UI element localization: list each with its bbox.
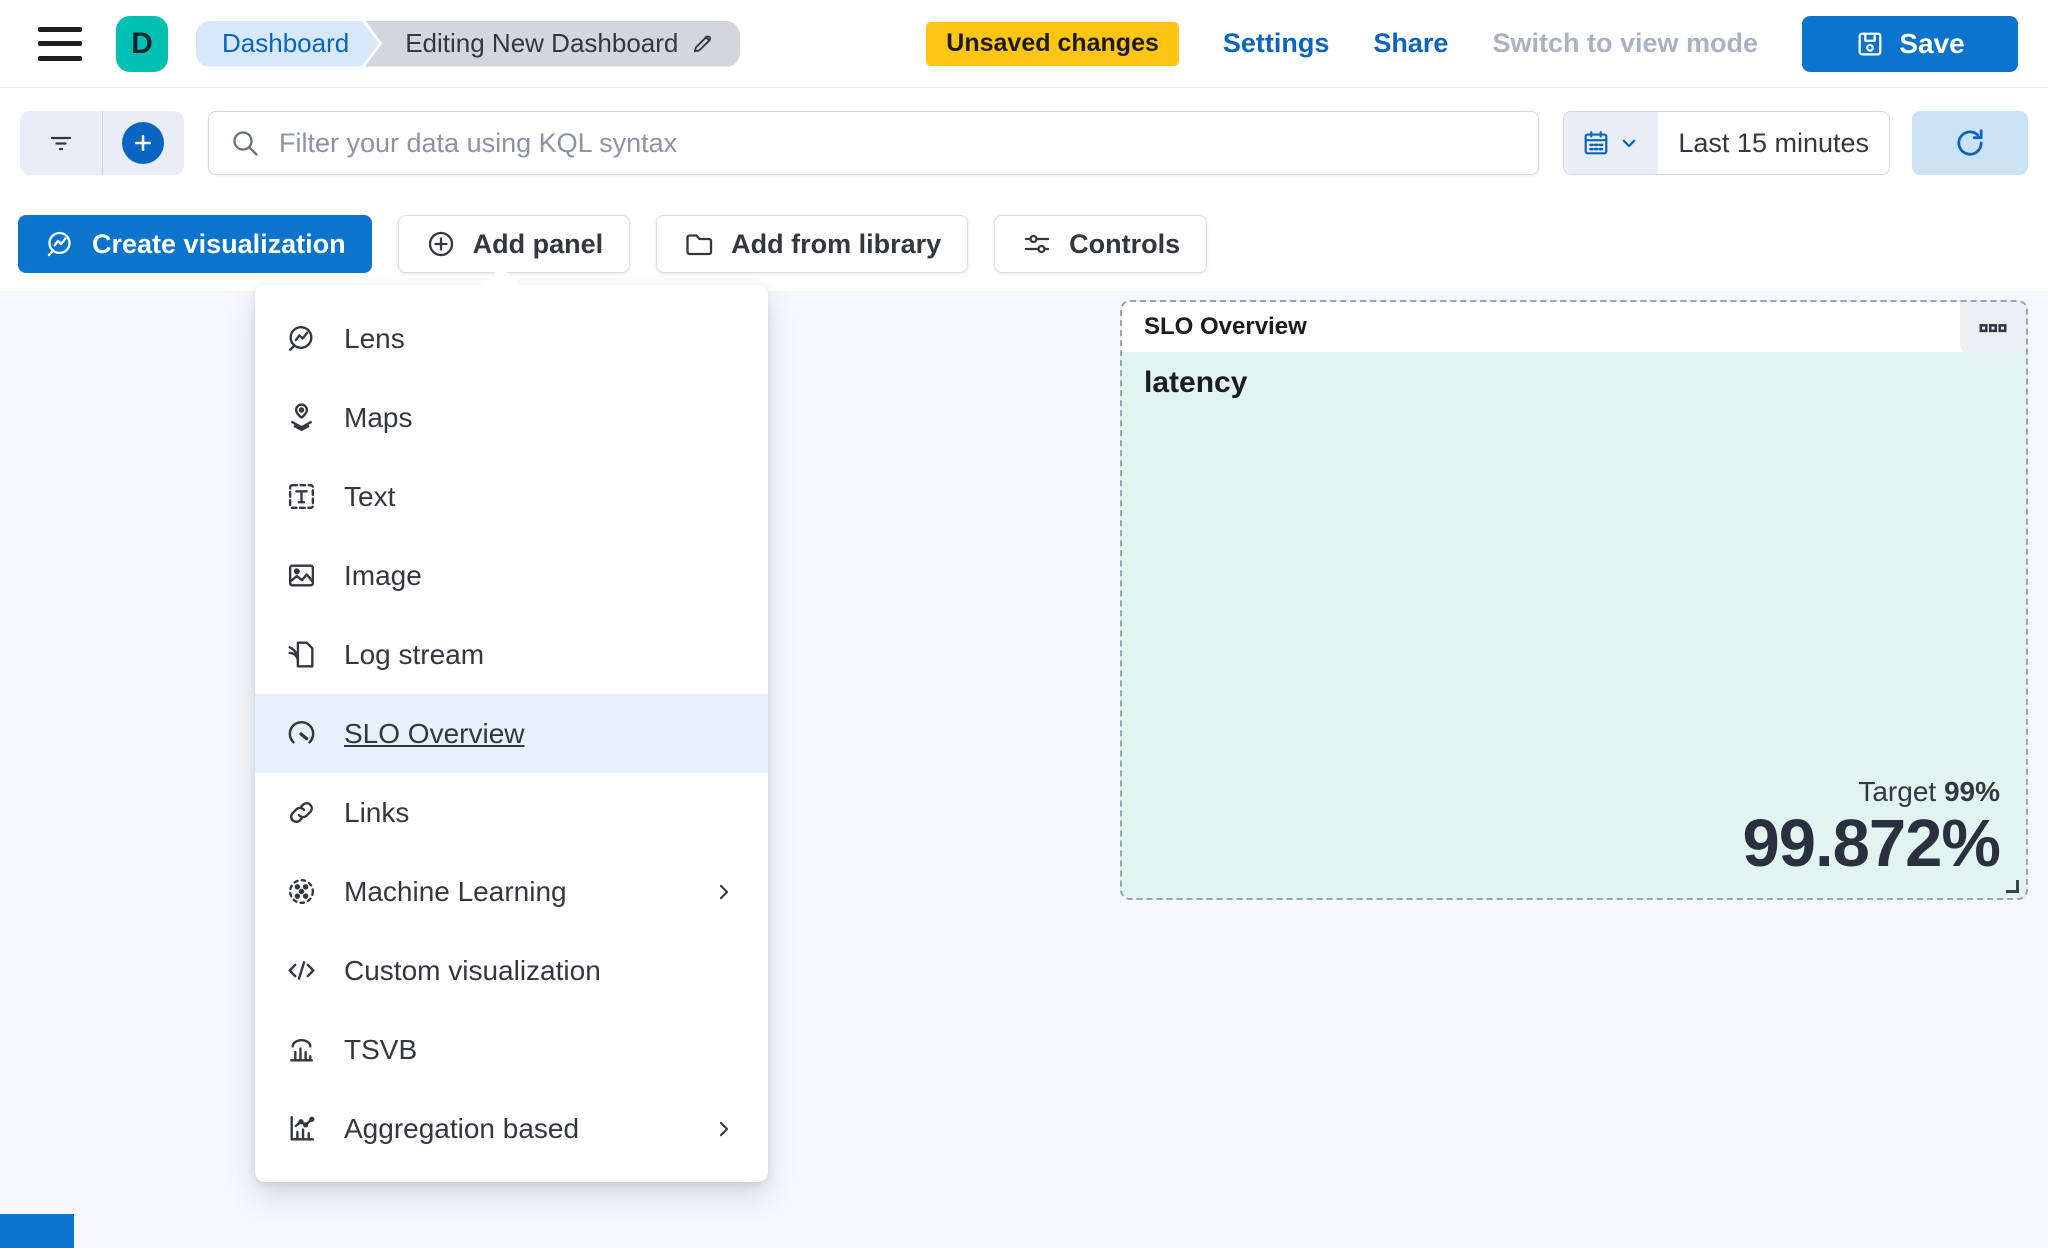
- edit-toolbar: Create visualization Add panel Add from …: [0, 198, 2048, 290]
- gauge-icon: [1972, 368, 2004, 400]
- settings-link[interactable]: Settings: [1222, 28, 1330, 58]
- menu-item-tsvb[interactable]: TSVB: [255, 1010, 768, 1089]
- menu-item-aggregation-based[interactable]: Aggregation based: [255, 1089, 768, 1168]
- save-button-label: Save: [1899, 27, 1965, 59]
- tsvb-icon: [285, 1033, 318, 1066]
- link-icon: [285, 796, 318, 829]
- time-range-value[interactable]: Last 15 minutes: [1678, 127, 1869, 158]
- menu-hamburger-icon[interactable]: [38, 26, 82, 61]
- slo-name: latency: [1144, 366, 1248, 399]
- menu-item-label: Log stream: [344, 638, 485, 670]
- menu-item-lens[interactable]: Lens: [255, 299, 768, 378]
- code-icon: [285, 954, 318, 987]
- folder-icon: [683, 228, 715, 260]
- menu-item-label: Text: [344, 480, 396, 512]
- image-icon: [285, 559, 318, 592]
- refresh-icon: [1953, 126, 1987, 160]
- chevron-right-icon: [710, 1115, 738, 1143]
- menu-item-label: Image: [344, 559, 422, 591]
- plus-icon: [122, 122, 165, 164]
- deployment-avatar[interactable]: D: [116, 15, 168, 72]
- top-header: D Dashboard Editing New Dashboard Unsave…: [0, 0, 2048, 88]
- switch-view-mode-link[interactable]: Switch to view mode: [1492, 28, 1758, 58]
- date-picker-button[interactable]: [1564, 112, 1659, 174]
- menu-item-label: Custom visualization: [344, 954, 601, 986]
- plus-circle-icon: [425, 228, 457, 260]
- menu-item-label: Machine Learning: [344, 875, 567, 907]
- menu-item-label: TSVB: [344, 1033, 418, 1065]
- slo-overview-panel[interactable]: SLO Overview latency Target 99% 99.872%: [1120, 300, 2028, 900]
- breadcrumb-current-label: Editing New Dashboard: [405, 28, 679, 58]
- breadcrumb: Dashboard Editing New Dashboard: [196, 20, 741, 67]
- calendar-icon: [1581, 128, 1611, 158]
- menu-item-image[interactable]: Image: [255, 536, 768, 615]
- panel-options-button[interactable]: [1960, 302, 2026, 354]
- filter-icon: [45, 127, 77, 159]
- breadcrumb-dashboard[interactable]: Dashboard: [196, 21, 379, 67]
- pencil-icon: [690, 31, 716, 57]
- menu-item-links[interactable]: Links: [255, 773, 768, 852]
- panel-drop-preview: [0, 1214, 74, 1248]
- save-button[interactable]: Save: [1802, 15, 2018, 72]
- slo-target: Target 99%: [1858, 775, 2000, 807]
- maps-icon: [285, 401, 318, 434]
- create-visualization-button[interactable]: Create visualization: [18, 215, 372, 273]
- query-bar: Last 15 minutes: [0, 88, 2048, 198]
- log-stream-icon: [285, 638, 318, 671]
- controls-button[interactable]: Controls: [994, 215, 1208, 273]
- menu-item-label: Links: [344, 796, 410, 828]
- menu-item-label: SLO Overview: [344, 717, 525, 749]
- menu-item-label: Lens: [344, 322, 405, 354]
- kql-search-box: [208, 111, 1540, 175]
- menu-item-custom-visualization[interactable]: Custom visualization: [255, 931, 768, 1010]
- menu-item-slo-overview[interactable]: SLO Overview: [255, 694, 768, 773]
- menu-item-log-stream[interactable]: Log stream: [255, 615, 768, 694]
- slo-value: 99.872%: [1742, 805, 2001, 881]
- add-filter-button[interactable]: [101, 111, 185, 175]
- save-icon: [1855, 29, 1885, 59]
- menu-item-machine-learning[interactable]: Machine Learning: [255, 852, 768, 931]
- chevron-right-icon: [710, 878, 738, 906]
- chevron-down-icon: [1617, 131, 1641, 155]
- unsaved-changes-badge: Unsaved changes: [926, 21, 1179, 66]
- share-link[interactable]: Share: [1373, 28, 1449, 58]
- add-from-library-button[interactable]: Add from library: [656, 215, 969, 273]
- panel-options-icon: [1976, 311, 2010, 345]
- menu-item-label: Maps: [344, 401, 413, 433]
- menu-item-maps[interactable]: Maps: [255, 378, 768, 457]
- menu-item-text[interactable]: Text: [255, 457, 768, 536]
- add-panel-button[interactable]: Add panel: [397, 215, 631, 273]
- gauge-icon: [285, 717, 318, 750]
- panel-title: SLO Overview: [1144, 313, 1307, 340]
- kql-search-input[interactable]: [279, 127, 1519, 159]
- sliders-icon: [1021, 228, 1053, 260]
- breadcrumb-current[interactable]: Editing New Dashboard: [365, 20, 741, 67]
- filter-button[interactable]: [20, 111, 102, 175]
- aggregation-icon: [285, 1112, 318, 1145]
- menu-item-label: Aggregation based: [344, 1112, 580, 1144]
- search-icon: [229, 127, 261, 159]
- panel-resize-handle[interactable]: [2006, 880, 2019, 893]
- machine-learning-icon: [285, 875, 318, 908]
- text-icon: [285, 480, 318, 513]
- lens-icon: [285, 322, 318, 355]
- refresh-button[interactable]: [1912, 111, 2028, 175]
- lens-icon: [44, 228, 76, 260]
